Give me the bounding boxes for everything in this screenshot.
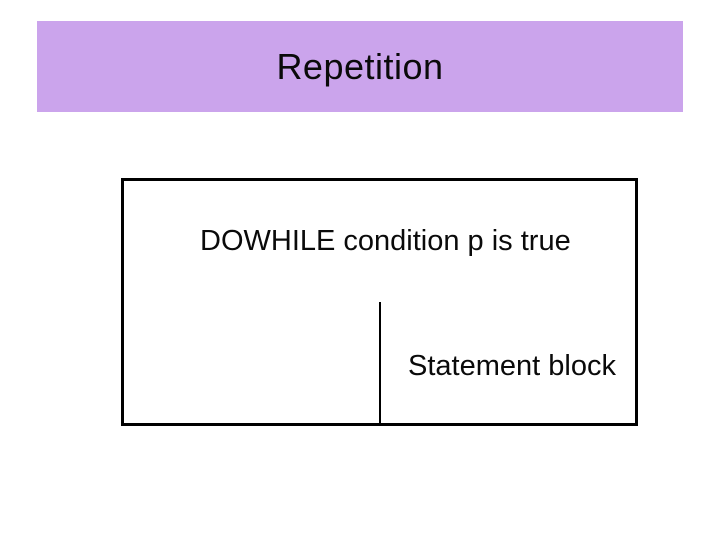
loop-condition-text: DOWHILE condition p is true xyxy=(200,225,571,257)
slide-title-bar: Repetition xyxy=(37,21,683,112)
statement-indent-line xyxy=(379,302,381,424)
statement-block-text: Statement block xyxy=(408,350,616,382)
slide-title: Repetition xyxy=(276,45,444,87)
